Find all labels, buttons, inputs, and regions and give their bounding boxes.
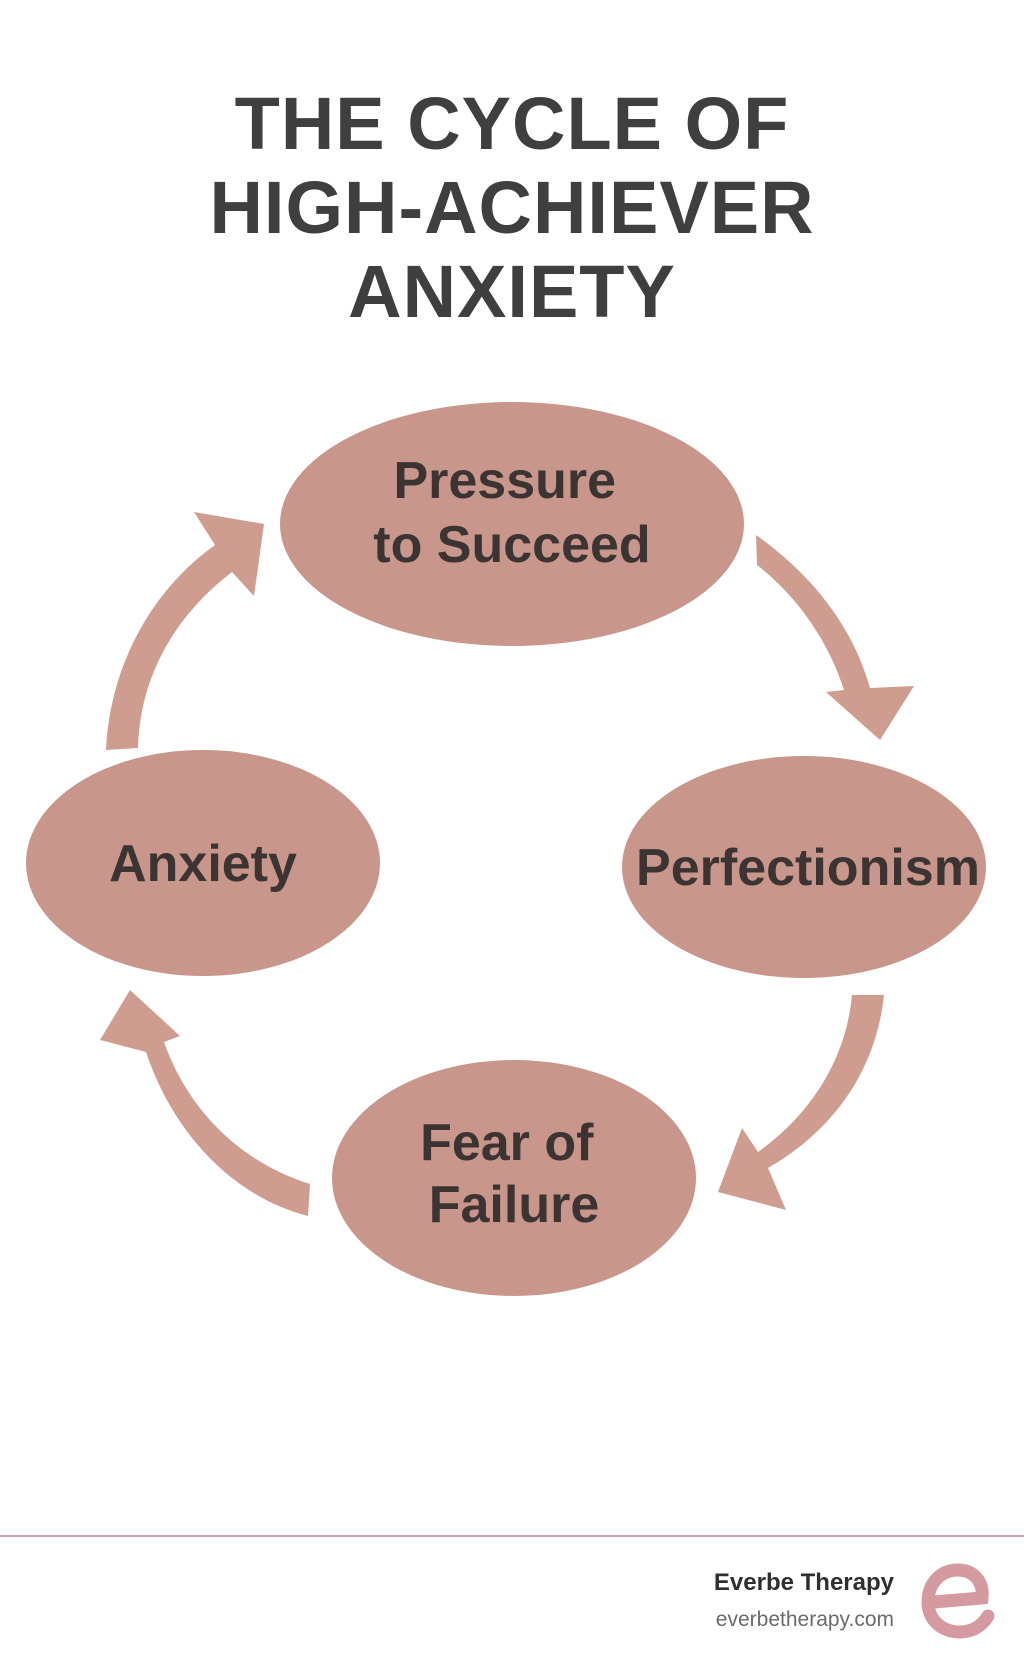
title-line-2: HIGH-ACHIEVER <box>209 166 815 249</box>
brand-url: everbetherapy.com <box>715 1608 894 1631</box>
node-fear-line-2: Failure <box>429 1176 600 1234</box>
node-fear-line-1: Fear of <box>420 1114 594 1172</box>
footer-divider <box>0 1535 1024 1537</box>
arrow-anxiety-to-pressure <box>106 512 264 750</box>
node-pressure-line-2: to Succeed <box>373 516 650 574</box>
node-perfectionism-label: Perfectionism <box>636 839 980 897</box>
title-line-1: THE CYCLE OF <box>234 82 790 165</box>
svg-text:Pressure to Succeed: Pressure to Succeed <box>373 452 650 574</box>
node-fear-of-failure: Fear of Failure <box>332 1060 696 1296</box>
brand-block: Everbe Therapy everbetherapy.com <box>714 1567 894 1637</box>
arrow-pressure-to-perfectionism <box>756 535 914 740</box>
brand-name: Everbe Therapy <box>713 1569 894 1596</box>
everbe-logo-icon <box>921 1563 995 1639</box>
title-line-3: ANXIETY <box>348 250 676 333</box>
arrow-fear-to-anxiety <box>100 990 310 1216</box>
page-title: THE CYCLE OF HIGH-ACHIEVER ANXIETY <box>0 82 1024 334</box>
node-anxiety-label: Anxiety <box>109 835 297 893</box>
node-pressure-line-1: Pressure <box>393 452 616 510</box>
svg-text:Fear of Failure: Fear of Failure <box>420 1114 608 1234</box>
node-perfectionism: Perfectionism <box>622 756 986 978</box>
node-pressure-to-succeed: Pressure to Succeed <box>280 402 744 646</box>
arrow-perfectionism-to-fear <box>718 995 884 1210</box>
node-anxiety: Anxiety <box>26 750 380 976</box>
